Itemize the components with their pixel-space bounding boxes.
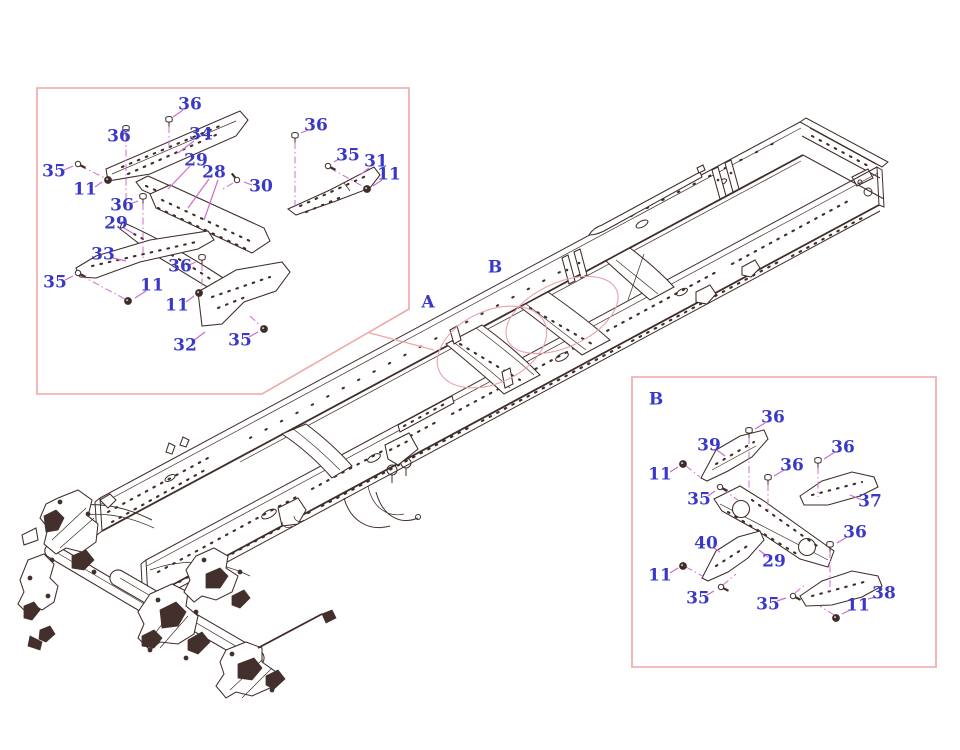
body-mount-posts — [711, 159, 740, 200]
crossmember-mid — [605, 247, 675, 301]
bracket-31 — [286, 166, 381, 216]
rail-top-strip — [588, 171, 703, 236]
crossmember-front-arch — [280, 423, 353, 479]
detail-box-a — [36, 87, 410, 395]
bracket-37 — [799, 471, 879, 506]
axle-cylinder-1 — [44, 543, 158, 617]
spring-hangers — [277, 259, 761, 528]
rear-crossmember — [799, 117, 889, 208]
main-frame-drawing — [17, 117, 889, 699]
wheel-end-cluster-1 — [21, 489, 117, 575]
leaders-b — [669, 422, 877, 615]
crossmember-b — [519, 248, 611, 356]
bracket-33 — [75, 230, 215, 279]
wheel-end-cluster-4 — [183, 547, 251, 609]
wheel-end-cluster-2 — [17, 553, 59, 651]
bracket-39 — [700, 429, 769, 482]
view-a-ellipse — [436, 305, 548, 389]
assembly-axes-b — [685, 437, 835, 616]
crossmember-29-b — [713, 485, 835, 568]
steering-arm — [257, 613, 323, 649]
detail-box-b — [631, 376, 937, 668]
bracket-40 — [701, 530, 765, 582]
view-b-ellipse — [505, 275, 619, 355]
crossmember-plate-28 — [149, 184, 271, 254]
crossmember-a — [445, 324, 541, 395]
front-suspension — [17, 489, 337, 699]
bracket-32 — [197, 261, 291, 327]
wheel-end-cluster-3 — [137, 583, 211, 661]
leaders-a — [63, 109, 383, 342]
wheel-end-cluster-5 — [215, 641, 286, 699]
bracket-38 — [799, 570, 883, 607]
